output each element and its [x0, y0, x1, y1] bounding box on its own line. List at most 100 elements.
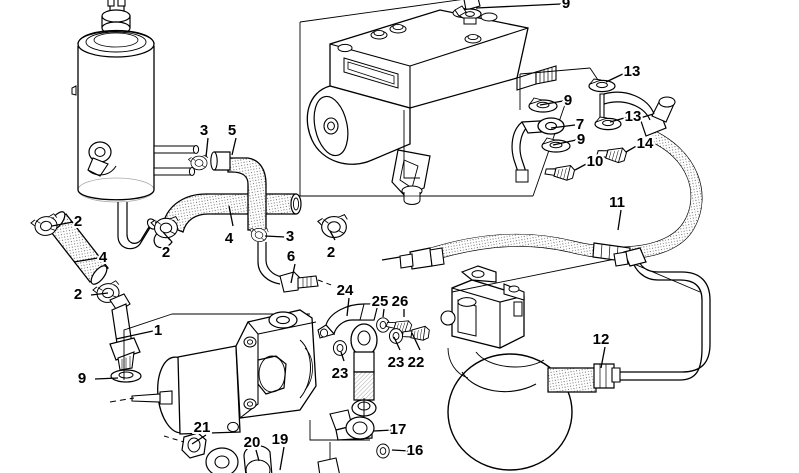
- callout-leader: [625, 143, 641, 153]
- callout-leader: [617, 209, 622, 231]
- callout-leader: [255, 449, 260, 462]
- callout-number-halo: 25: [372, 293, 389, 310]
- bolt-10: [544, 159, 576, 182]
- callout-number-halo: 9: [562, 0, 570, 12]
- callout-2: 22: [160, 231, 172, 263]
- callout-number: 3: [200, 122, 208, 139]
- callout-leader: [346, 297, 350, 317]
- callout-number-halo: 13: [625, 108, 642, 125]
- callout-leader: [550, 124, 576, 129]
- callout-7: 77: [550, 114, 586, 135]
- callout-number: 7: [576, 116, 584, 133]
- callout-leader: [162, 231, 171, 241]
- suction-hose: [150, 151, 348, 293]
- callout-number: 2: [162, 244, 170, 261]
- callout-leader: [552, 139, 577, 146]
- callout-number-halo: 26: [392, 293, 409, 310]
- callout-number: 2: [327, 244, 335, 261]
- callout-number: 9: [564, 92, 572, 109]
- steering-box: [299, 0, 569, 205]
- callout-number: 26: [392, 293, 409, 310]
- callout-leader: [73, 257, 99, 263]
- callout-leader: [205, 137, 209, 158]
- callout-number-halo: 23: [388, 354, 405, 371]
- return-pipe: [547, 247, 711, 393]
- callout-number: 5: [228, 122, 236, 139]
- callout-number-halo: 2: [74, 213, 82, 230]
- callout-leader: [609, 116, 629, 123]
- callout-number: 23: [388, 354, 405, 371]
- callout-number-halo: 2: [162, 244, 170, 261]
- callout-leader: [231, 137, 237, 156]
- callout-number: 13: [625, 108, 642, 125]
- callout-number-halo: 14: [637, 135, 654, 152]
- power-steering-pump: [109, 309, 317, 473]
- callout-number: 4: [99, 249, 108, 266]
- callout-number-halo: 5: [228, 122, 236, 139]
- callout-leader: [94, 377, 119, 380]
- callout-9: 99: [475, 0, 572, 14]
- callout-leader: [115, 330, 154, 340]
- callout-number-halo: 7: [576, 116, 584, 133]
- callout-number-halo: 22: [408, 354, 425, 371]
- callout-number-halo: 10: [587, 153, 604, 170]
- reservoir-tank: [71, 0, 200, 250]
- callout-number: 2: [74, 286, 82, 303]
- callout-number-halo: 11: [609, 194, 625, 211]
- callout-number: 11: [609, 194, 625, 211]
- washer-16: [376, 443, 390, 459]
- callout-number-halo: 13: [624, 63, 641, 80]
- callout-number: 2: [74, 213, 82, 230]
- callout-number-halo: 12: [593, 331, 610, 348]
- callout-leader: [228, 205, 234, 227]
- callout-number-halo: 2: [327, 244, 335, 261]
- callout-leader: [574, 161, 591, 171]
- callout-number: 16: [407, 442, 424, 459]
- callout-leader: [279, 446, 285, 471]
- washer-20: [205, 447, 239, 473]
- callout-layer: 1122222222333344445566779999999910101111…: [51, 0, 656, 471]
- small-parts-cluster: [309, 303, 431, 473]
- callout-number: 13: [624, 63, 641, 80]
- callout-number-halo: 9: [577, 131, 585, 148]
- fitting-6: [279, 271, 335, 293]
- callout-leader: [51, 221, 74, 227]
- callout-number-halo: 6: [287, 248, 295, 265]
- callout-number: 22: [408, 354, 425, 371]
- callout-number-halo: 16: [407, 442, 424, 459]
- callout-number: 14: [637, 135, 654, 152]
- callout-number-halo: 4: [225, 230, 234, 247]
- callout-number: 24: [337, 282, 354, 299]
- callout-number: 17: [390, 421, 407, 438]
- callout-number: 10: [587, 153, 604, 170]
- callout-leader: [605, 71, 628, 83]
- pressure-accumulator: [440, 257, 701, 471]
- callout-3: 33: [264, 226, 296, 247]
- callout-leader: [411, 332, 421, 351]
- callout-number-halo: 23: [332, 365, 349, 382]
- callout-number: 25: [372, 293, 389, 310]
- bracket-24: [317, 303, 379, 339]
- callout-4: 44: [223, 205, 236, 249]
- callout-leader: [329, 230, 336, 241]
- callout-number: 1: [154, 322, 162, 339]
- callout-9: 99: [76, 368, 119, 389]
- callout-leader: [382, 308, 385, 318]
- washer-23a: [332, 340, 348, 356]
- callout-number: 9: [78, 370, 86, 387]
- banjo-cluster: [403, 67, 655, 183]
- callout-1: 11: [115, 320, 164, 341]
- callout-number: 9: [577, 131, 585, 148]
- callout-number: 20: [244, 434, 261, 451]
